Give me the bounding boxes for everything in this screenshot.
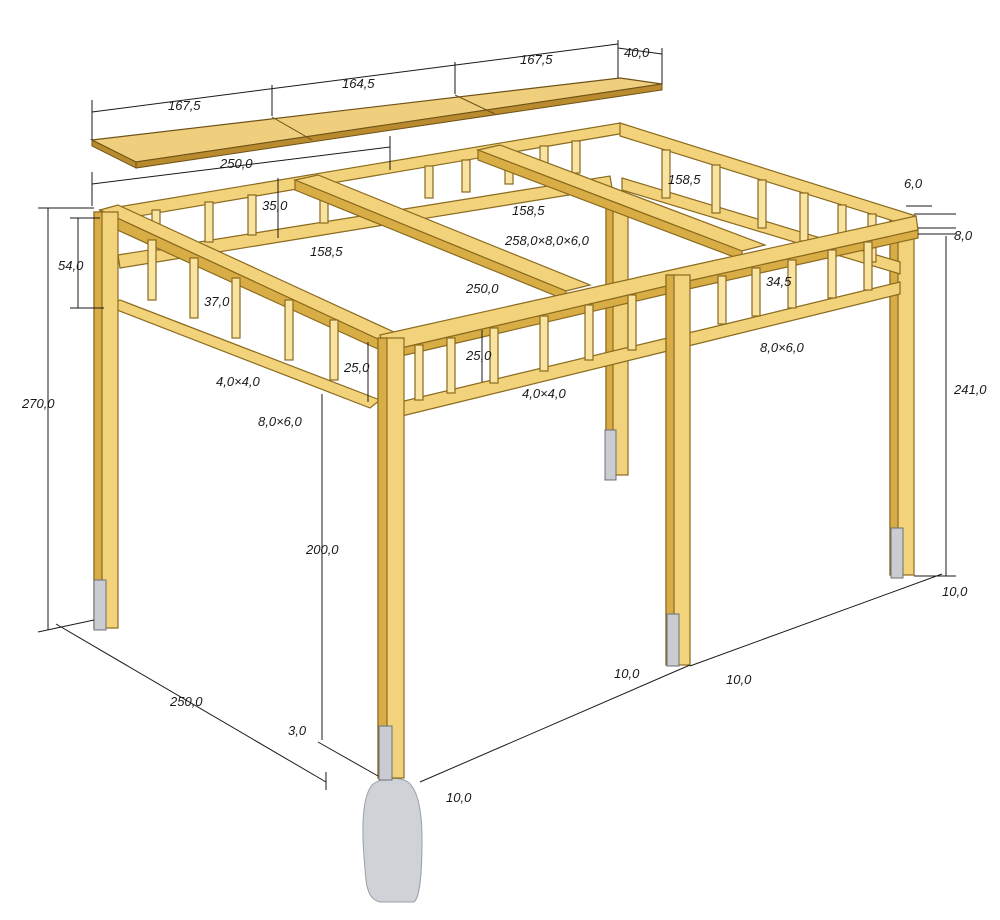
center-beam bbox=[292, 144, 767, 301]
label-25-mid: 25,0 bbox=[465, 348, 492, 363]
label-3: 3,0 bbox=[288, 723, 307, 738]
label-10-front: 10,0 bbox=[446, 790, 472, 805]
label-158-a: 158,5 bbox=[310, 244, 343, 259]
label-37: 37,0 bbox=[204, 294, 230, 309]
label-post-4x4-mid: 4,0×4,0 bbox=[522, 386, 567, 401]
front-balusters bbox=[414, 241, 873, 401]
roof-boards bbox=[89, 77, 663, 169]
label-bottom-250: 250,0 bbox=[169, 694, 203, 709]
label-board-167-right: 167,5 bbox=[520, 52, 553, 67]
label-200: 200,0 bbox=[305, 542, 339, 557]
label-54: 54,0 bbox=[58, 258, 84, 273]
label-board-164: 164,5 bbox=[342, 76, 375, 91]
front-corner-post bbox=[377, 337, 405, 781]
label-10-mid-right: 10,0 bbox=[726, 672, 752, 687]
label-beam-spec: 258,0×8,0×6,0 bbox=[504, 233, 590, 248]
front-frame bbox=[379, 215, 919, 417]
label-35: 35,0 bbox=[262, 198, 288, 213]
label-158-c: 158,5 bbox=[668, 172, 701, 187]
label-6: 6,0 bbox=[904, 176, 923, 191]
label-rail-8x6-right: 8,0×6,0 bbox=[760, 340, 805, 355]
label-10-right: 10,0 bbox=[942, 584, 968, 599]
label-10-mid-left: 10,0 bbox=[614, 666, 640, 681]
front-middle-post bbox=[665, 274, 691, 667]
label-241: 241,0 bbox=[953, 382, 987, 397]
label-post-4x4-left: 4,0×4,0 bbox=[216, 374, 261, 389]
dimension-lines bbox=[37, 40, 956, 790]
label-270: 270,0 bbox=[21, 396, 55, 411]
label-mid-250: 250,0 bbox=[465, 281, 499, 296]
label-board-40: 40,0 bbox=[624, 45, 650, 60]
concrete-footing bbox=[362, 777, 423, 903]
dimension-labels: 167,5 164,5 167,5 40,0 250,0 35,0 54,0 1… bbox=[21, 45, 987, 805]
label-top-250: 250,0 bbox=[219, 156, 253, 171]
back-left-post bbox=[604, 194, 629, 481]
label-8: 8,0 bbox=[954, 228, 973, 243]
left-side-balusters bbox=[147, 239, 339, 381]
left-side-frame bbox=[98, 204, 398, 409]
label-25-left: 25,0 bbox=[343, 360, 370, 375]
front-left-post bbox=[93, 211, 119, 631]
right-back-post bbox=[889, 219, 915, 579]
label-board-167-left: 167,5 bbox=[168, 98, 201, 113]
label-158-b: 158,5 bbox=[512, 203, 545, 218]
label-rail-8x6-left: 8,0×6,0 bbox=[258, 414, 303, 429]
label-34: 34,5 bbox=[766, 274, 792, 289]
